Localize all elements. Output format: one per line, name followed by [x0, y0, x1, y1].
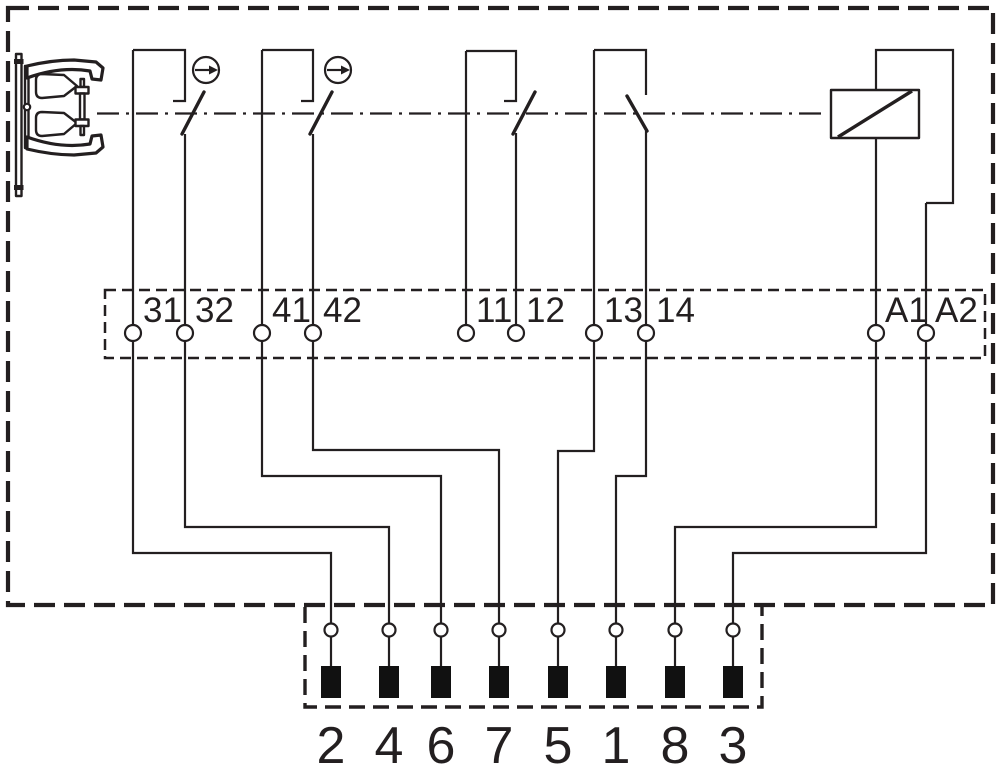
terminal-label: A1 [885, 291, 928, 330]
contact-11-12 [466, 49, 537, 136]
wire-42-to-pin-7 [311, 341, 501, 623]
pin-label: 4 [375, 717, 404, 775]
connector-pin-6: 6 [427, 622, 456, 775]
terminal-label: 31 [143, 291, 182, 330]
terminal-label: 42 [323, 291, 362, 330]
pin-label: 7 [485, 717, 514, 775]
wire-14-to-pin-1 [614, 341, 648, 623]
device-enclosure-border [5, 5, 996, 608]
terminal-label: A2 [935, 291, 978, 330]
contact-13-14 [594, 48, 649, 133]
terminal-labels: 31 32 41 42 11 12 13 14 A1 A2 [143, 291, 978, 330]
pin-label: 2 [317, 717, 346, 775]
connector-pin-7: 7 [485, 622, 514, 775]
terminal-label: 32 [195, 291, 234, 330]
connector-pin-4: 4 [375, 622, 404, 775]
safety-switch-actuator-icon [14, 52, 105, 198]
relay-coil-icon [829, 48, 955, 205]
terminal-13 [584, 323, 604, 343]
connector-pin-8: 8 [661, 622, 690, 775]
terminal-31 [123, 323, 143, 343]
terminal-A1 [866, 323, 886, 343]
wire-A2-to-pin-3 [731, 341, 928, 623]
terminal-label: 11 [476, 291, 512, 330]
connector-border [303, 607, 764, 709]
forced-opening-arrow-icon [191, 55, 221, 85]
connector-pin-2: 2 [317, 622, 346, 775]
terminal-label: 12 [526, 291, 565, 330]
terminal-leads [131, 50, 928, 325]
contact-31-32 [133, 48, 206, 136]
connector-pins: 2 4 6 7 5 1 [317, 622, 748, 775]
terminal-to-pin-wires [131, 341, 928, 623]
pin-label: 8 [661, 717, 690, 775]
terminal-41 [252, 323, 272, 343]
terminal-label: 14 [656, 291, 695, 330]
wire-32-to-pin-4 [183, 341, 391, 623]
terminal-12 [506, 323, 526, 343]
connector-pin-5: 5 [544, 622, 573, 775]
wire-41-to-pin-6 [260, 341, 443, 623]
pin-label: 5 [544, 717, 573, 775]
contact-41-42 [262, 48, 334, 136]
wire-A1-to-pin-8 [673, 341, 878, 623]
pin-label: 6 [427, 717, 456, 775]
wire-13-to-pin-5 [556, 341, 596, 623]
pin-label: 1 [602, 717, 631, 775]
terminal-label: 13 [604, 291, 643, 330]
forced-opening-arrow-icon [323, 55, 353, 85]
pin-label: 3 [719, 717, 748, 775]
terminal-strip-border [103, 288, 987, 360]
terminal-11 [456, 323, 476, 343]
terminal-label: 41 [272, 291, 311, 330]
wire-31-to-pin-2 [131, 341, 333, 623]
connector-pin-1: 1 [602, 622, 631, 775]
connector-pin-3: 3 [719, 622, 748, 775]
